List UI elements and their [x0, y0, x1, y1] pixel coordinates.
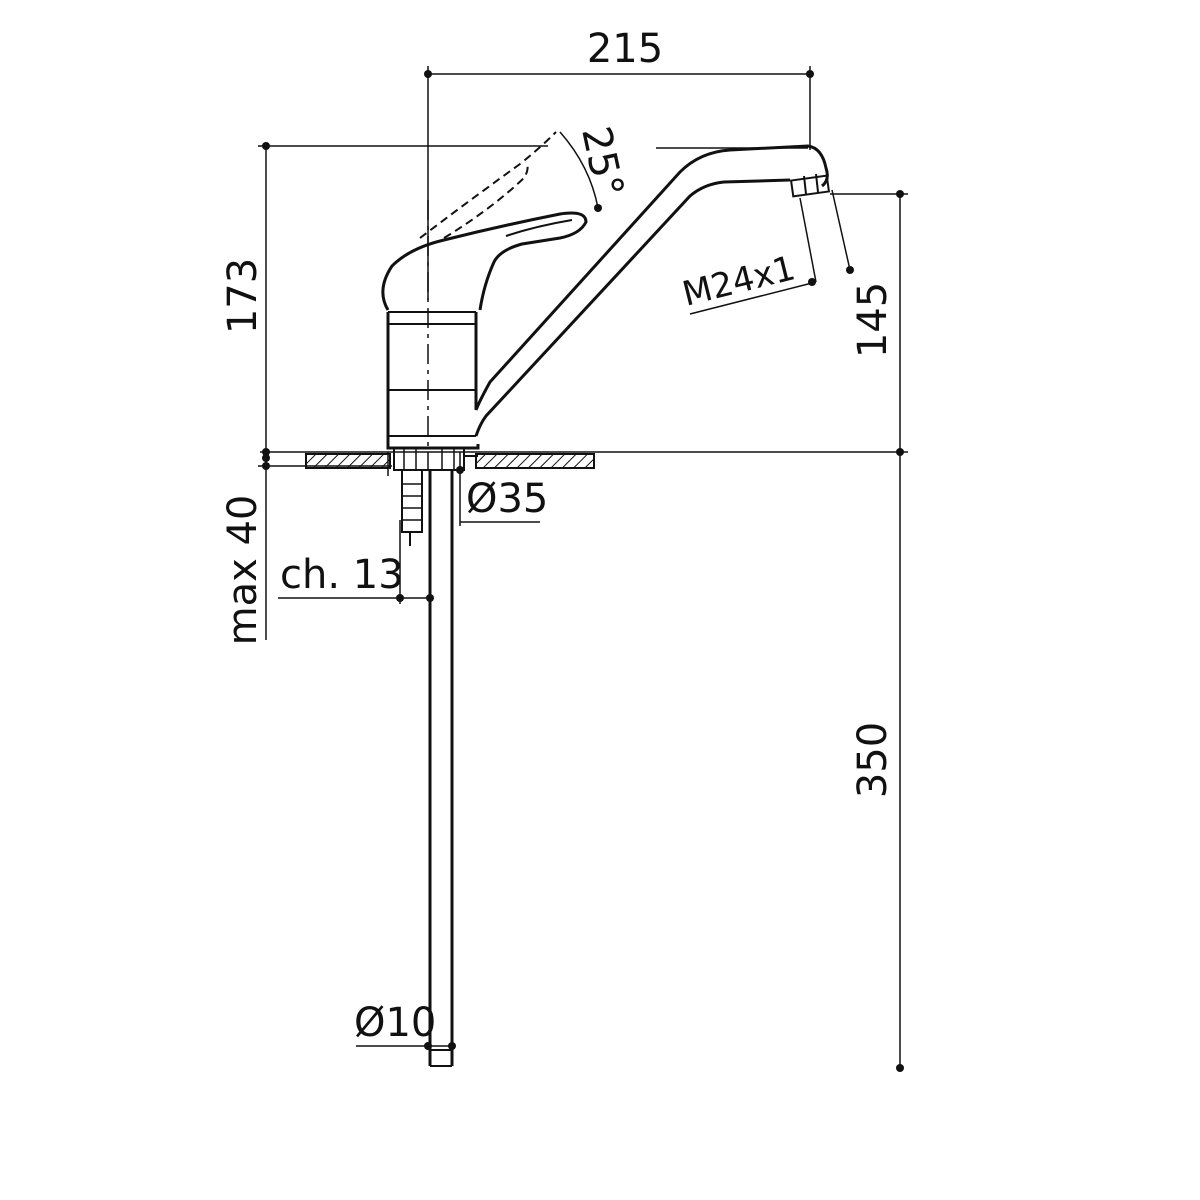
dimension-ch-13-label: ch. 13: [280, 552, 404, 598]
dimension-350: 350: [260, 451, 908, 1072]
dimension-max-40: max 40: [220, 454, 392, 645]
dimension-173-label: 173: [220, 258, 266, 334]
dimension-diameter-35: Ø35: [387, 452, 548, 526]
faucet-body: [386, 311, 480, 450]
countertop-section: [305, 447, 595, 471]
lever-handle: [381, 131, 588, 311]
dimension-diameter-10-label: Ø10: [354, 1000, 436, 1046]
dimension-thread-m24-label: M24x1: [679, 248, 800, 314]
mounting-rod-and-hose: [401, 469, 454, 1067]
dimension-angle-25: 25°: [559, 123, 632, 212]
dimension-173: 173: [220, 142, 808, 456]
dimension-215-label: 215: [587, 26, 663, 72]
spout: [474, 144, 831, 437]
dimension-215: 215: [424, 26, 814, 300]
dimension-thread-m24: M24x1: [679, 189, 854, 315]
dimension-ch-13: ch. 13: [278, 520, 434, 604]
dimension-angle-25-label: 25°: [572, 123, 632, 202]
dimension-diameter-35-label: Ø35: [466, 476, 548, 522]
dimension-diameter-10: Ø10: [354, 1000, 456, 1050]
dimension-350-label: 350: [850, 722, 896, 798]
dimension-max-40-label: max 40: [220, 495, 266, 646]
dimension-145-label: 145: [850, 282, 896, 358]
dimension-145: 145: [830, 190, 908, 456]
